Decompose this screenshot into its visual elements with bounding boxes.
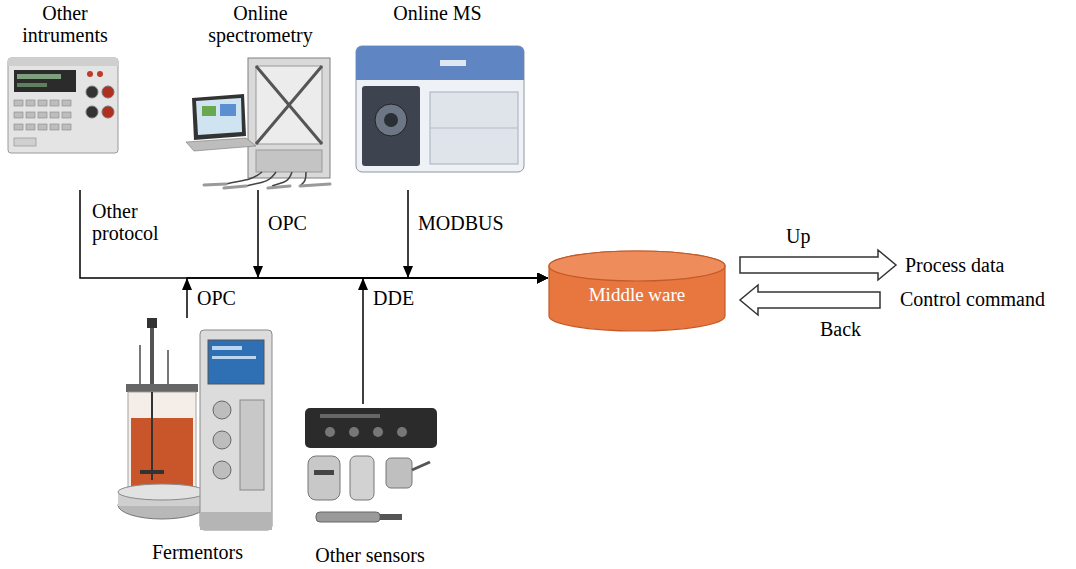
connector-line — [80, 190, 548, 278]
arrow-label: Back — [818, 318, 863, 340]
node-label: Other sensors — [315, 544, 424, 566]
connector-line — [408, 190, 548, 278]
connector-line — [258, 190, 548, 278]
bus-connector — [182, 278, 548, 318]
spectrometer-picture — [186, 58, 330, 188]
protocol-label: DDE — [371, 287, 416, 309]
bus-connector — [253, 190, 548, 278]
connector-line — [187, 278, 548, 318]
back-arrow — [740, 285, 880, 315]
bus-connector — [403, 190, 548, 278]
instrument-node: Online MS — [345, 2, 530, 190]
instrument-node: Other intruments — [5, 2, 125, 190]
node-label: Fermentors — [152, 541, 243, 563]
instrument-node: Fermentors — [115, 318, 280, 563]
protocol-label: OPC — [195, 287, 238, 309]
instrument-node: Other sensors — [290, 404, 450, 566]
mass-spectrometer-picture — [356, 46, 524, 172]
node-label: Online MS — [393, 2, 481, 24]
arrow-label: Up — [784, 225, 812, 247]
up-arrow — [740, 250, 896, 280]
instrument-node: Online spectrometry — [178, 2, 343, 190]
bus-connector — [80, 190, 548, 278]
sensors-picture — [305, 408, 437, 522]
node-label: Other intruments — [10, 2, 120, 47]
bus-connector — [358, 278, 548, 404]
protocol-label: OPC — [266, 212, 309, 234]
junction-arrowhead — [182, 278, 192, 290]
middleware-cylinder: Middle ware — [548, 250, 726, 332]
junction-arrowhead — [403, 266, 413, 278]
fermentor-picture — [118, 318, 272, 530]
protocol-label: Other protocol — [90, 200, 176, 245]
meter-picture — [8, 58, 118, 153]
node-label: Middle ware — [589, 284, 686, 305]
connector-line — [363, 278, 548, 404]
flow-label: Control command — [898, 288, 1047, 310]
junction-arrowhead — [253, 266, 263, 278]
flow-label: Process data — [903, 254, 1006, 276]
protocol-label: MODBUS — [416, 212, 506, 234]
node-label: Online spectrometry — [196, 2, 326, 47]
junction-arrowhead — [358, 278, 368, 290]
